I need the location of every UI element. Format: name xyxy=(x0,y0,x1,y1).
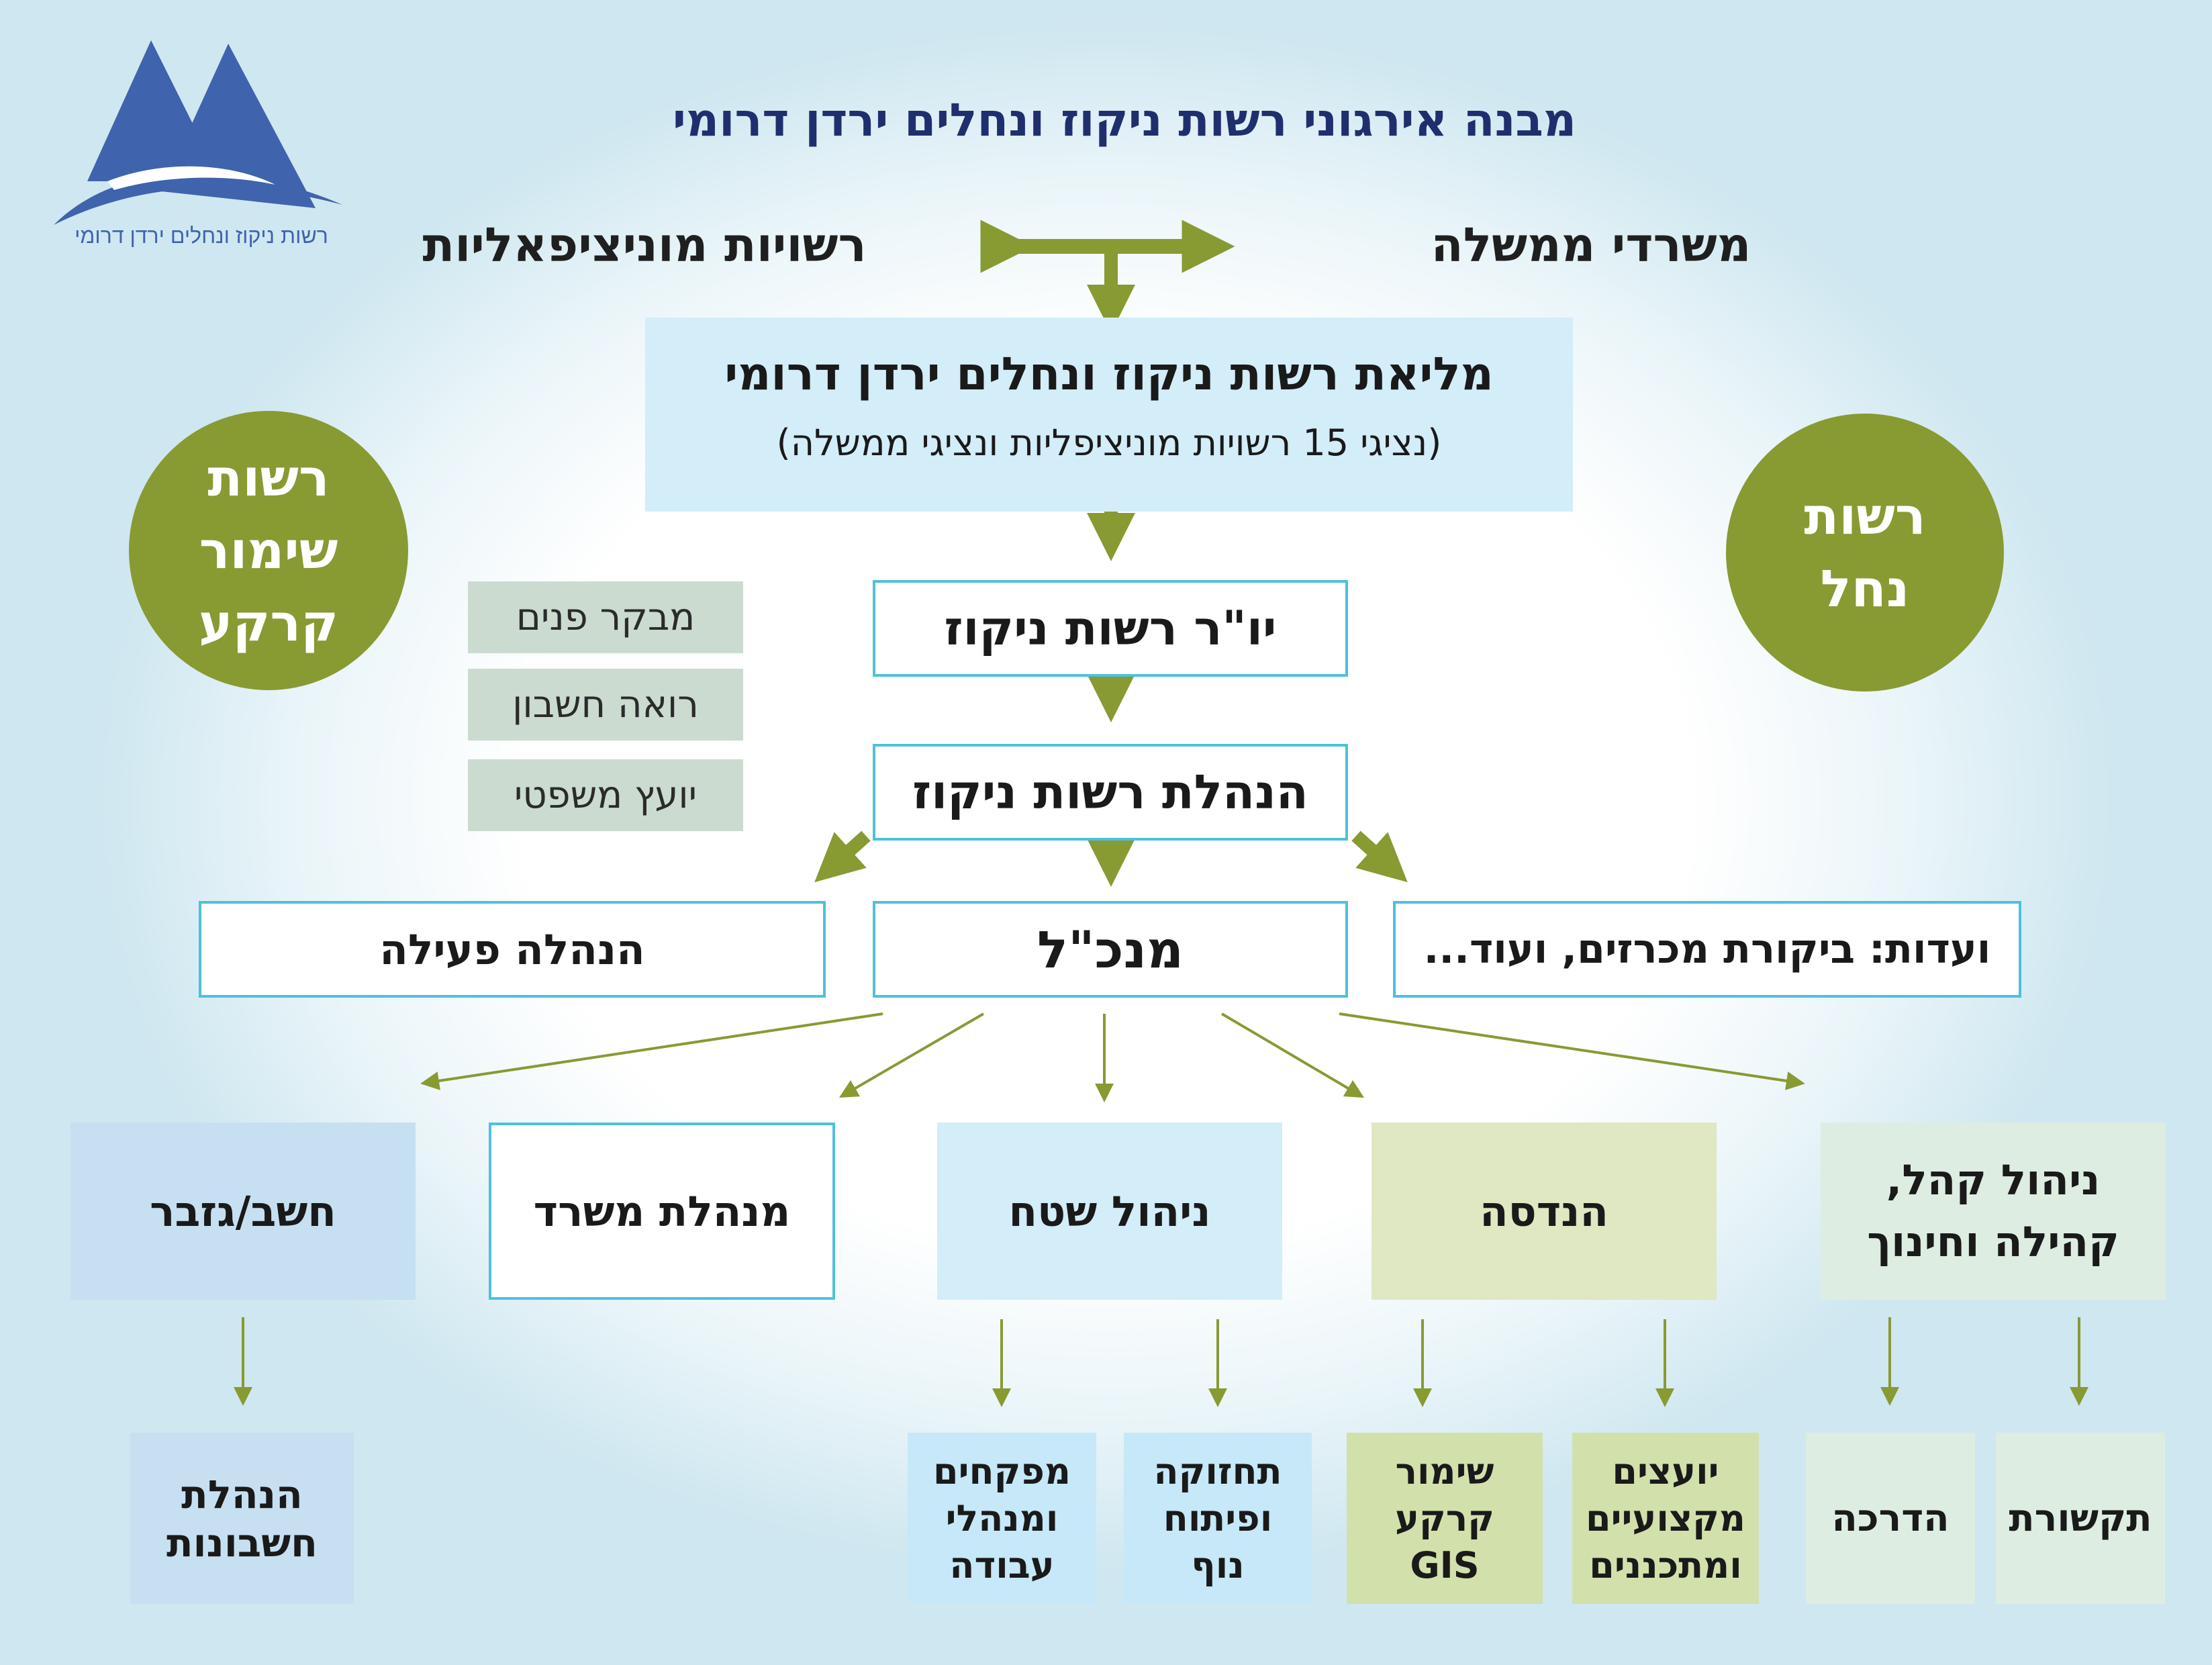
engineering-box: הנדסה xyxy=(1372,1123,1717,1300)
community-line: קהילה וחינוך xyxy=(1867,1217,2119,1266)
inspectors-line: ומנהלי xyxy=(945,1496,1059,1539)
arrow-management-committees xyxy=(1351,830,1408,883)
page-title: מבנה אירגוני רשות ניקוז ונחלים ירדן דרומ… xyxy=(672,94,1577,147)
office-manager-box: מנהלת משרד xyxy=(489,1123,835,1300)
arrow-ceo-office xyxy=(838,1012,985,1098)
logo-caption: רשות ניקוז ונחלים ירדן דרומי xyxy=(75,224,328,248)
chairman-box: יו"ר רשות ניקוז xyxy=(873,580,1348,677)
active-management-box: הנהלה פעילה xyxy=(199,901,826,998)
plenum-subtitle: (נציגי 15 רשויות מוניציפליות ונציגי ממשל… xyxy=(776,422,1442,464)
municipal-authorities-label: רשויות מוניציפאליות xyxy=(422,218,867,273)
mountains-logo-icon xyxy=(54,40,342,225)
circle-line: נחל xyxy=(1820,559,1910,618)
treasurer-box: חשב/גזבר xyxy=(70,1123,416,1300)
community-box: ניהול קהל, קהילה וחינוך xyxy=(1821,1123,2166,1300)
accounting-line: חשבונות xyxy=(166,1519,318,1566)
consultants-box: יועצים מקצועיים ומתכננים xyxy=(1572,1433,1759,1604)
soil-gis-box: שימור קרקע GIS xyxy=(1347,1433,1543,1604)
committees-box: ועדות: ביקורת מכרזים, ועוד... xyxy=(1393,901,2021,998)
community-line: ניהול קהל, xyxy=(1886,1155,2101,1204)
consultants-line: מקצועיים xyxy=(1586,1496,1745,1539)
inspectors-line: עבודה xyxy=(949,1543,1055,1586)
plenum-title: מליאת רשות ניקוז ונחלים ירדן דרומי xyxy=(724,348,1494,401)
arrow-management-exec xyxy=(814,830,871,883)
soil-gis-line: קרקע xyxy=(1395,1496,1494,1539)
maintenance-line: ופיתוח xyxy=(1163,1496,1273,1539)
inspectors-box: מפקחים ומנהלי עבודה xyxy=(908,1433,1096,1604)
ceo-box: מנכ"ל xyxy=(873,901,1348,998)
arrow-ceo-community xyxy=(1339,1012,1805,1090)
maintenance-line: נוף xyxy=(1191,1543,1245,1586)
logo: רשות ניקוז ונחלים ירדן דרומי xyxy=(40,37,363,258)
consultants-line: יועצים xyxy=(1612,1449,1719,1492)
field-management-box: ניהול שטח xyxy=(937,1123,1282,1300)
accounting-line: הנהלת xyxy=(181,1471,303,1517)
soil-conservation-circle: רשות שימור קרקע xyxy=(129,411,408,690)
consultants-line: ומתכננים xyxy=(1589,1543,1742,1586)
internal-auditor-tag: מבקר פנים xyxy=(468,581,743,653)
plenum-box: מליאת רשות ניקוז ונחלים ירדן דרומי (נציג… xyxy=(645,318,1573,512)
stream-authority-circle: רשות נחל xyxy=(1726,414,2004,692)
maintenance-line: תחזוקה xyxy=(1153,1449,1282,1492)
inspectors-line: מפקחים xyxy=(933,1449,1071,1492)
management-box: הנהלת רשות ניקוז xyxy=(873,744,1348,841)
guidance-box: הדרכה xyxy=(1806,1433,1975,1604)
arrow-ceo-engineering xyxy=(1220,1012,1365,1098)
arrow-ceo-treasurer xyxy=(420,1012,883,1090)
soil-gis-line: שימור xyxy=(1395,1449,1494,1492)
legal-advisor-tag: יועץ משפטי xyxy=(468,759,743,831)
accountant-tag: רואה חשבון xyxy=(468,669,743,741)
circle-line: קרקע xyxy=(198,593,339,653)
soil-gis-line: GIS xyxy=(1410,1543,1480,1586)
circle-line: שימור xyxy=(199,520,338,580)
circle-line: רשות xyxy=(1804,486,1926,546)
accounting-box: הנהלת חשבונות xyxy=(130,1433,354,1604)
maintenance-box: תחזוקה ופיתוח נוף xyxy=(1124,1433,1312,1604)
circle-line: רשות xyxy=(207,448,330,508)
government-ministries-label: משרדי ממשלה xyxy=(1431,218,1751,273)
communication-box: תקשורת xyxy=(1996,1433,2165,1604)
